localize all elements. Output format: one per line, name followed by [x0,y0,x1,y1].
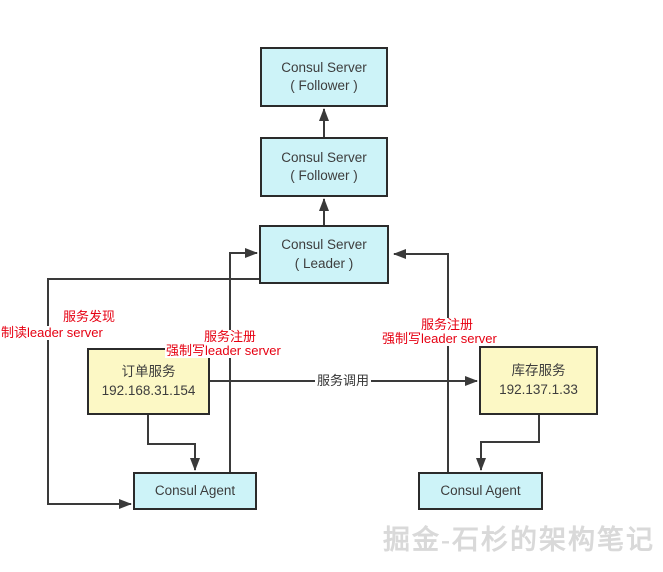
node-label: Consul Agent [154,482,236,498]
node-consul-agent-left: Consul Agent [133,472,257,510]
edge-label-service-register-right-line2: 强制写leader server [381,331,498,346]
arrow-inventory-to-agent [476,415,540,471]
arrow-service-register-left [229,248,258,472]
node-label: Consul Server [281,149,367,165]
edge-label-service-call: 服务调用 [315,373,372,388]
node-ip: 192.168.31.154 [101,382,196,398]
node-label: Consul Agent [440,482,521,498]
node-label: Consul Server [281,59,367,75]
edge-label-service-discovery-line1: 服务发现 [62,309,117,324]
node-sublabel: ( Follower ) [290,168,358,183]
node-label: 库存服务 [511,363,566,379]
arrow-service-register-right [393,249,449,472]
watermark-text: 掘金-石杉的架构笔记 [383,525,655,555]
node-consul-server-leader: Consul Server ( Leader ) [259,225,389,284]
node-consul-agent-right: Consul Agent [418,472,543,510]
node-sublabel: ( Leader ) [294,255,354,271]
node-consul-server-follower-top: Consul Server ( Follower ) [260,47,388,107]
arrow-service-discovery [47,278,259,509]
node-ip: 192.137.1.33 [499,381,578,397]
node-label: 订单服务 [121,364,176,380]
node-label: Consul Server [281,237,367,253]
edge-label-service-register-right-line1: 服务注册 [420,317,475,332]
arrow-order-to-agent [147,415,200,471]
edge-label-service-register-left-line1: 服务注册 [203,329,258,344]
node-inventory-service: 库存服务 192.137.1.33 [479,346,598,415]
node-sublabel: ( Follower ) [290,78,358,93]
node-consul-server-follower-mid: Consul Server ( Follower ) [260,137,388,197]
node-order-service: 订单服务 192.168.31.154 [87,348,210,415]
edge-label-service-discovery-line2: 制读leader server [0,325,104,340]
edge-label-service-register-left-line2: 强制写leader server [165,343,282,358]
